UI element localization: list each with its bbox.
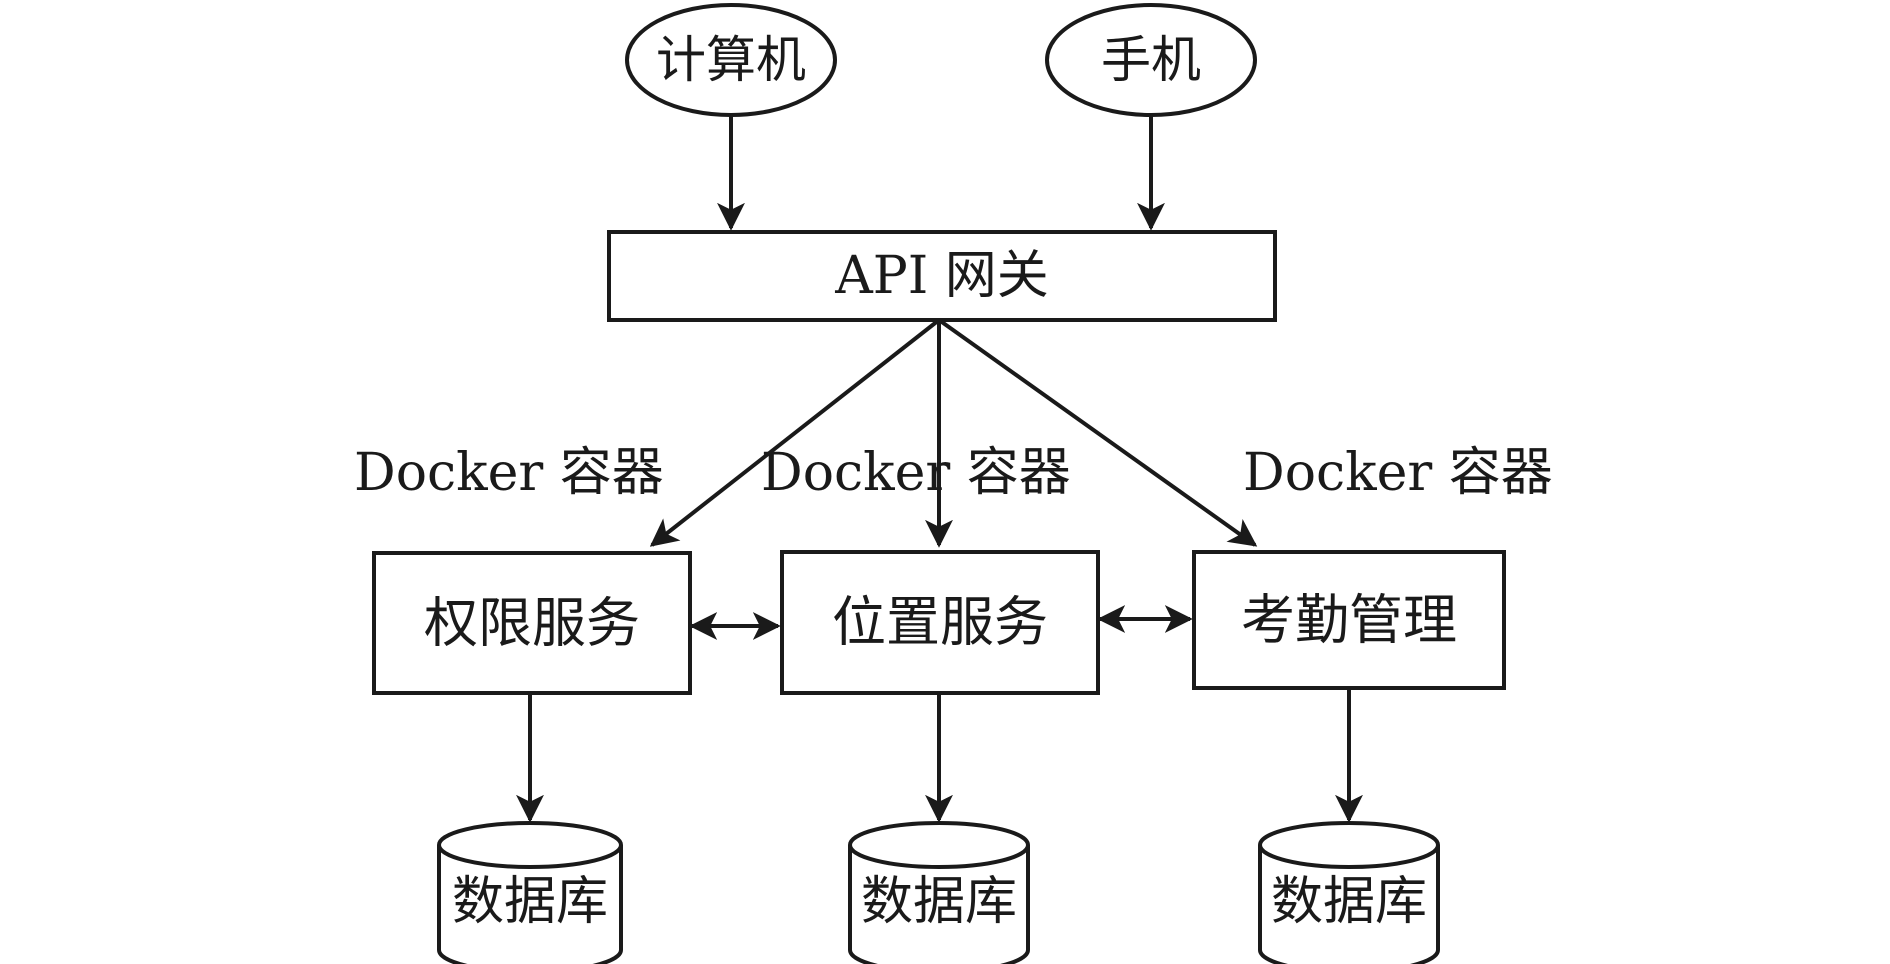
api-gateway-label: API 网关 [834, 246, 1049, 306]
database-attendance-label: 数据库 [1271, 872, 1427, 932]
database-auth-label: 数据库 [452, 872, 608, 932]
database-location-label: 数据库 [861, 872, 1017, 932]
api-gateway: API 网关 [607, 230, 1277, 322]
client-computer-label: 计算机 [656, 31, 806, 89]
client-phone: 手机 [1045, 3, 1257, 117]
database-location: 数据库 [848, 821, 1030, 964]
service-attendance: 考勤管理 [1192, 550, 1506, 690]
database-auth: 数据库 [437, 821, 623, 964]
service-attendance-label: 考勤管理 [1241, 589, 1457, 652]
service-auth-label: 权限服务 [424, 592, 640, 655]
client-computer: 计算机 [625, 3, 837, 117]
service-auth: 权限服务 [372, 551, 692, 695]
database-attendance: 数据库 [1258, 821, 1440, 964]
client-phone-label: 手机 [1101, 31, 1201, 89]
container-label-attendance: Docker 容器 [1243, 443, 1553, 503]
service-location-label: 位置服务 [832, 591, 1048, 654]
container-label-auth: Docker 容器 [354, 443, 664, 503]
container-label-location: Docker 容器 [761, 443, 1071, 503]
service-location: 位置服务 [780, 550, 1100, 695]
arrow-gateway-to-auth [649, 318, 941, 547]
arrow-gateway-to-attendance [937, 318, 1258, 547]
